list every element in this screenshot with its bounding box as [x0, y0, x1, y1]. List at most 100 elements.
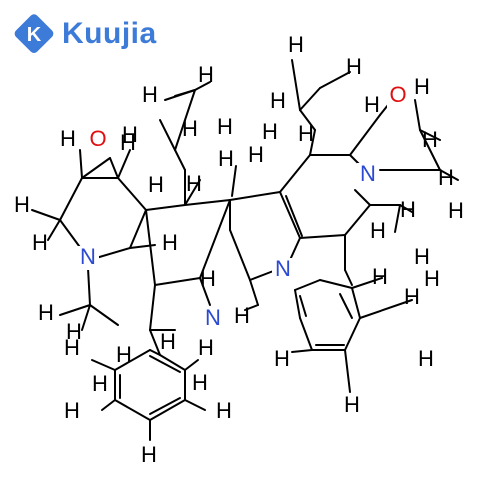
hydrogen-atom: H	[141, 442, 157, 467]
chemical-bond	[399, 204, 413, 213]
chemical-bond	[199, 277, 211, 306]
chemical-bond	[117, 177, 147, 211]
chemical-bond	[414, 99, 421, 131]
atom-label-backdrop	[387, 84, 409, 108]
hydrogen-atom: H	[160, 329, 176, 354]
chemical-bond	[109, 157, 119, 179]
hydrogen-atom: H	[217, 114, 233, 139]
chemical-bond	[419, 129, 441, 171]
hydrogen-atom: H	[116, 342, 132, 367]
chemical-bond	[294, 279, 321, 291]
hydrogen-atom: H	[216, 398, 232, 423]
chemical-bond	[184, 399, 206, 411]
chemical-bond	[294, 289, 301, 319]
chemical-bond	[279, 154, 311, 193]
chemical-bond	[149, 397, 181, 415]
chemical-bond	[231, 165, 237, 197]
chemical-bond	[101, 399, 116, 411]
hydrogen-atom: H	[288, 32, 304, 57]
hydrogen-atom: H	[344, 392, 360, 417]
chemical-bond	[164, 89, 196, 101]
chemical-bond	[344, 349, 351, 393]
chemical-bond	[249, 269, 277, 281]
chemical-bond	[95, 247, 131, 259]
hydrogen-atom: H	[270, 88, 286, 113]
chemical-bond	[339, 293, 353, 319]
chemical-bond	[114, 349, 151, 371]
atom-label-backdrop	[202, 307, 224, 331]
chemical-bond	[229, 191, 281, 201]
chemical-bond	[351, 287, 361, 319]
chemical-bond	[285, 195, 303, 237]
chemical-bond	[249, 279, 259, 306]
atom-label-backdrop	[357, 163, 379, 187]
chemical-bond	[319, 71, 351, 89]
kuujia-logo-icon: K	[14, 14, 54, 53]
chemical-bond	[149, 284, 156, 331]
chemical-bond	[145, 204, 186, 211]
chemical-bond	[149, 355, 181, 373]
chemical-bond	[31, 209, 61, 221]
hydrogen-atom: H	[422, 127, 438, 152]
hydrogen-atom: H	[346, 54, 362, 79]
chemical-bond	[184, 179, 201, 206]
chemical-bond	[114, 399, 151, 421]
chemical-bond	[129, 209, 147, 249]
hydrogen-atom: H	[424, 266, 440, 291]
chemical-bond	[394, 204, 401, 233]
chemical-bond	[81, 304, 91, 331]
hydrogen-atom: H	[370, 218, 386, 243]
hydrogen-atom: H	[64, 335, 80, 360]
atom-label-backdrop	[77, 246, 99, 270]
chemical-bond	[354, 189, 371, 206]
chemical-bond	[344, 269, 353, 286]
hydrogen-atom: H	[262, 119, 278, 144]
hydrogen-atom: H	[414, 74, 430, 99]
chemical-bond	[344, 317, 361, 351]
chemical-bond	[299, 234, 346, 239]
hydrogen-atom: H	[14, 192, 30, 217]
chemical-bond	[184, 199, 231, 206]
chemical-bond	[91, 359, 116, 371]
hydrogen-atom: H	[400, 197, 416, 222]
hydrogen-atom: H	[66, 319, 82, 344]
chemical-bond	[291, 59, 301, 111]
chemical-bond	[59, 304, 91, 316]
hydrogen-atom: H	[364, 92, 380, 117]
chemical-bond	[319, 279, 353, 289]
chemical-bond	[309, 129, 316, 156]
hydrogen-atom: H	[142, 82, 158, 107]
chemical-bond	[351, 277, 383, 289]
hydrogen-atom: H	[60, 126, 76, 151]
chemical-bond	[79, 149, 83, 179]
chemical-bond	[174, 149, 186, 171]
chemical-bond	[244, 304, 259, 311]
chemical-bond	[159, 354, 186, 371]
hydrogen-atom: H	[192, 370, 208, 395]
chemical-bond	[359, 299, 413, 319]
bond-layer	[31, 59, 459, 441]
hydrogen-atom: H	[120, 130, 136, 155]
chemical-bond	[149, 329, 161, 356]
hydrogen-atom: H	[182, 116, 198, 141]
nitrogen-atom-indole: N	[275, 256, 291, 281]
oxygen-atom-right: O	[389, 82, 406, 107]
chemical-bond	[299, 317, 313, 351]
nitrogen-atom-bottom: N	[205, 305, 221, 330]
logo-mark-letter: K	[27, 24, 42, 46]
chemical-bond	[117, 149, 131, 179]
hydrogen-atom: H	[274, 346, 290, 371]
chemical-bond	[145, 209, 156, 286]
atom-label-backdrop	[87, 128, 109, 152]
hydrogen-atom: H	[198, 62, 214, 87]
kuujia-logo: K Kuujia	[12, 12, 157, 56]
hydrogen-atom: H	[372, 264, 388, 289]
chemical-bond	[289, 237, 301, 261]
chemical-bond	[159, 119, 176, 151]
nitrogen-atom-left: N	[80, 244, 96, 269]
chemical-bond	[149, 399, 186, 421]
chemical-bond	[299, 295, 307, 317]
nitrogen-atom-right: N	[360, 161, 376, 186]
chemical-bond	[59, 219, 83, 251]
